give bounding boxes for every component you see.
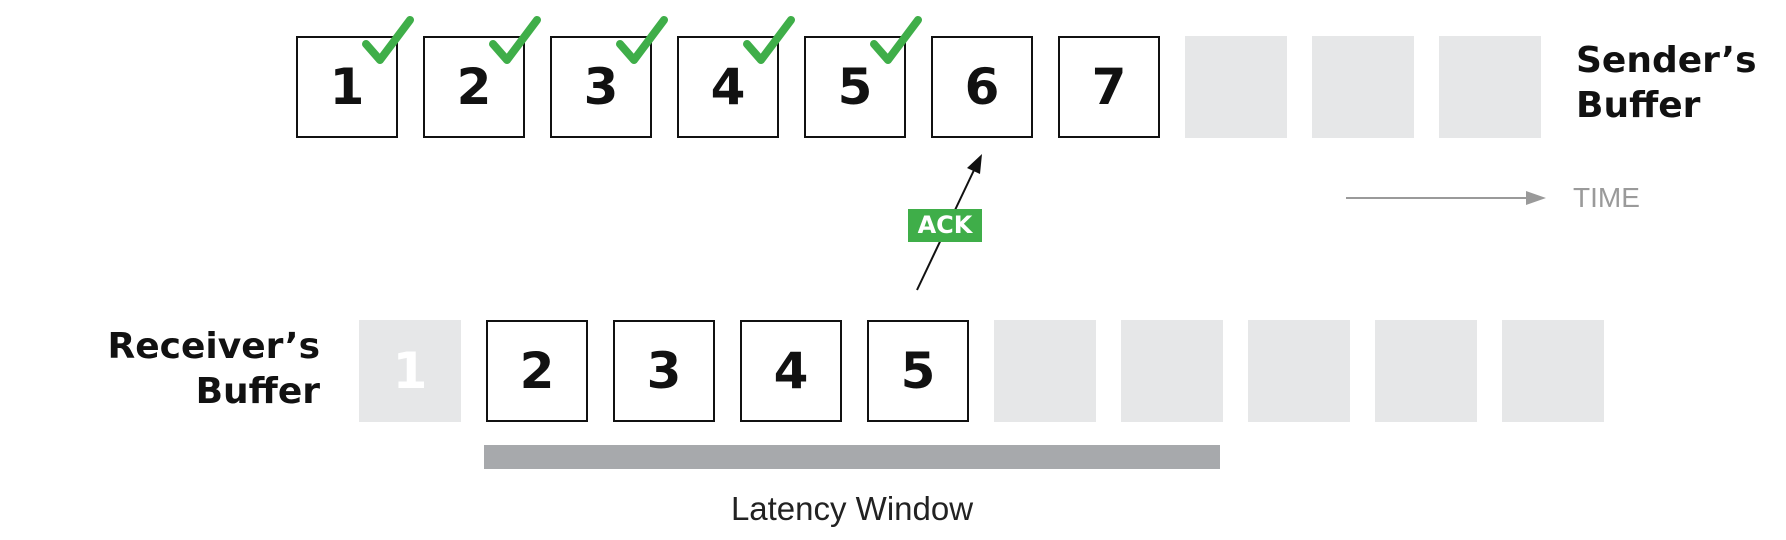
packet-number: 3 [646, 342, 682, 400]
packet-number: 5 [900, 342, 936, 400]
receiver-packet: 3 [613, 320, 715, 422]
sender-packet: 5 [804, 36, 906, 138]
sender-empty-slot [1185, 36, 1287, 138]
packet-number: 7 [1091, 58, 1127, 116]
check-icon [616, 16, 668, 64]
receiver-buffer-label: Receiver’s Buffer [108, 324, 320, 414]
check-icon [362, 16, 414, 64]
receiver-empty-slot [1375, 320, 1477, 422]
sender-empty-slot [1312, 36, 1414, 138]
receiver-label-line1: Receiver’s [107, 326, 320, 367]
ack-badge: ACK [908, 209, 982, 242]
latency-window-bar [484, 445, 1220, 469]
check-icon [870, 16, 922, 64]
receiver-empty-slot [1121, 320, 1223, 422]
packet-number: 5 [837, 58, 873, 116]
receiver-empty-slot [1502, 320, 1604, 422]
packet-number: 4 [710, 58, 746, 116]
receiver-released-packet: 1 [359, 320, 461, 422]
sender-empty-slot [1439, 36, 1541, 138]
sender-packet: 6 [931, 36, 1033, 138]
check-icon [743, 16, 795, 64]
receiver-empty-slot [1248, 320, 1350, 422]
sender-buffer-label: Sender’s Buffer [1576, 38, 1757, 128]
packet-number: 2 [519, 342, 555, 400]
sender-label-line2: Buffer [1576, 85, 1701, 126]
time-label: TIME [1573, 182, 1640, 213]
check-icon [489, 16, 541, 64]
sender-packet: 7 [1058, 36, 1160, 138]
packet-number: 1 [329, 58, 365, 116]
packet-number: 4 [773, 342, 809, 400]
latency-window-label: Latency Window [730, 490, 974, 527]
receiver-packet: 4 [740, 320, 842, 422]
packet-number: 2 [456, 58, 492, 116]
receiver-packet: 2 [486, 320, 588, 422]
packet-number: 6 [964, 58, 1000, 116]
receiver-label-line2: Buffer [195, 371, 320, 412]
packet-number: 1 [392, 342, 428, 400]
receiver-empty-slot [994, 320, 1096, 422]
sender-label-line1: Sender’s [1576, 40, 1757, 81]
receiver-packet: 5 [867, 320, 969, 422]
packet-number: 3 [583, 58, 619, 116]
